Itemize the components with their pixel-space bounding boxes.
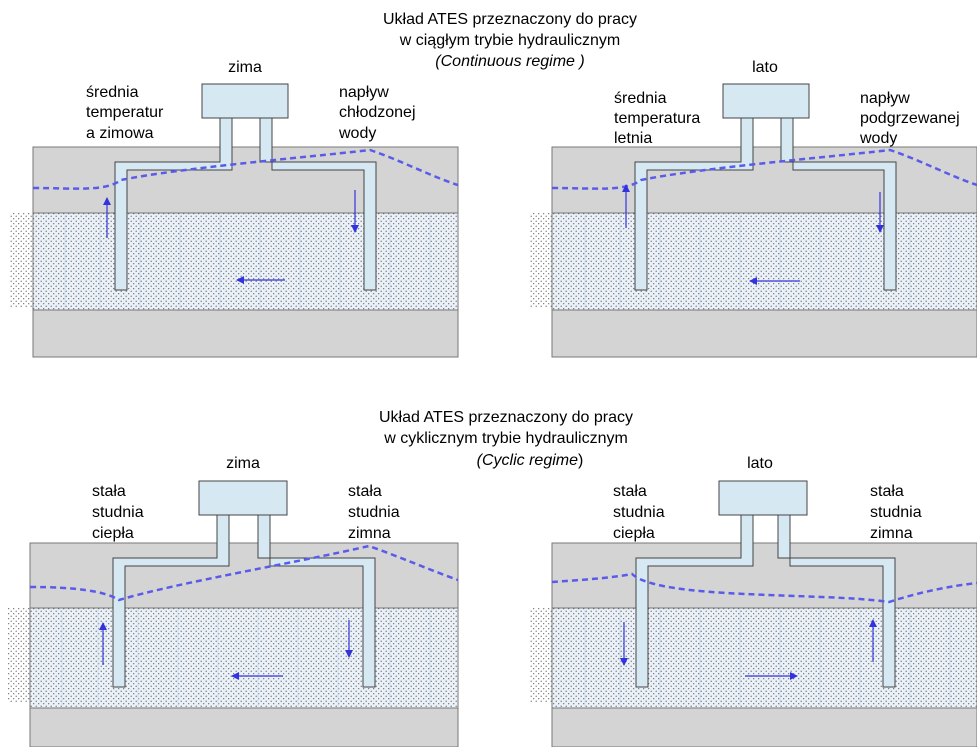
well-left-label-2: studnia — [613, 504, 665, 521]
aquifer-layer — [32, 212, 459, 311]
well-left-label-1: stała — [613, 483, 647, 500]
pipe-left — [635, 514, 754, 688]
well-left-label-3: ciepła — [92, 525, 134, 542]
well-left-label-2: temperatura — [614, 110, 700, 127]
aquifer-layer — [29, 607, 459, 709]
pipe-left — [634, 117, 754, 291]
well-left-label-3: letnia — [614, 130, 652, 147]
aquifer-fringe — [10, 213, 33, 308]
well-right-label-3: wody — [338, 125, 376, 142]
water-table-line — [32, 148, 459, 190]
pipe-right — [257, 514, 376, 688]
well-right-label-3: zimna — [870, 525, 913, 542]
bottom-title-line1: Układ ATES przeznaczony do pracy — [379, 409, 633, 426]
well-left-label-2: studnia — [92, 504, 144, 521]
heat-exchanger-box — [201, 83, 289, 119]
panel-cyclic-winter: zima stała studnia ciepła stała studnia … — [8, 455, 459, 747]
aquifer-grid — [61, 610, 431, 706]
well-right-label-1: napływ — [339, 84, 389, 101]
aquifer-fringe — [530, 213, 552, 308]
well-left-label-1: stała — [92, 483, 126, 500]
well-right-label-2: chłodzonej — [339, 104, 416, 121]
heat-exchanger-box — [718, 480, 808, 516]
season-label: zima — [226, 455, 260, 472]
well-right-label-3: zimna — [348, 525, 391, 542]
aquifer-fringe — [530, 608, 552, 703]
well-left-label-2: temperatur — [86, 104, 164, 121]
water-table-line — [551, 148, 977, 190]
aquifer-grid — [64, 215, 431, 308]
bottom-title: Układ ATES przeznaczony do pracy w cykli… — [379, 409, 633, 469]
well-left-label-1: średnia — [614, 90, 667, 107]
water-table-line — [551, 572, 977, 604]
top-title-line2: w ciągłym trybie hydraulicznym — [399, 32, 621, 49]
heat-exchanger-box — [722, 83, 810, 119]
bottom-title-line3-italic: (Cyclic regime — [477, 452, 578, 469]
season-label: lato — [752, 59, 778, 76]
panel-continuous-winter: zima średnia temperatur a zimowa napływ … — [10, 59, 459, 358]
aquifer-fringe — [8, 608, 30, 703]
bottom-title-line3: (Cyclic regime) — [477, 452, 584, 469]
pipe-right — [780, 117, 897, 291]
bottom-title-line3-tail: ) — [578, 452, 583, 469]
season-label: lato — [747, 455, 773, 472]
well-right-label-2: studnia — [348, 504, 400, 521]
pipe-left — [112, 514, 230, 688]
top-title: Układ ATES przeznaczony do pracy w ciągł… — [383, 11, 637, 70]
top-title-line1: Układ ATES przeznaczony do pracy — [383, 11, 637, 28]
pipe-right — [777, 514, 896, 688]
aquifer-layer — [551, 607, 977, 709]
top-title-line3: (Continuous regime ) — [435, 53, 584, 70]
well-right-label-1: napływ — [860, 90, 910, 107]
well-left-label-1: średnia — [86, 84, 139, 101]
well-right-label-1: stała — [870, 483, 904, 500]
aquifer-grid — [584, 215, 951, 308]
panel-cyclic-summer: lato stała studnia ciepła stała studnia … — [530, 455, 977, 747]
bottom-title-line2: w cyklicznym trybie hydraulicznym — [383, 430, 628, 447]
well-right-label-2: studnia — [870, 504, 922, 521]
well-right-label-3: wody — [859, 130, 897, 147]
well-left-label-3: a zimowa — [86, 125, 154, 142]
well-left-label-3: ciepła — [613, 525, 655, 542]
season-label: zima — [228, 59, 262, 76]
panel-continuous-summer: lato średnia temperatura letnia napływ p… — [530, 59, 977, 358]
well-right-label-1: stała — [348, 483, 382, 500]
pipe-left — [114, 117, 233, 291]
well-right-label-2: podgrzewanej — [860, 110, 960, 127]
aquifer-grid — [584, 610, 951, 706]
heat-exchanger-box — [198, 480, 288, 516]
aquifer-layer — [551, 212, 977, 311]
water-table-line — [29, 544, 459, 602]
pipe-right — [259, 117, 377, 291]
